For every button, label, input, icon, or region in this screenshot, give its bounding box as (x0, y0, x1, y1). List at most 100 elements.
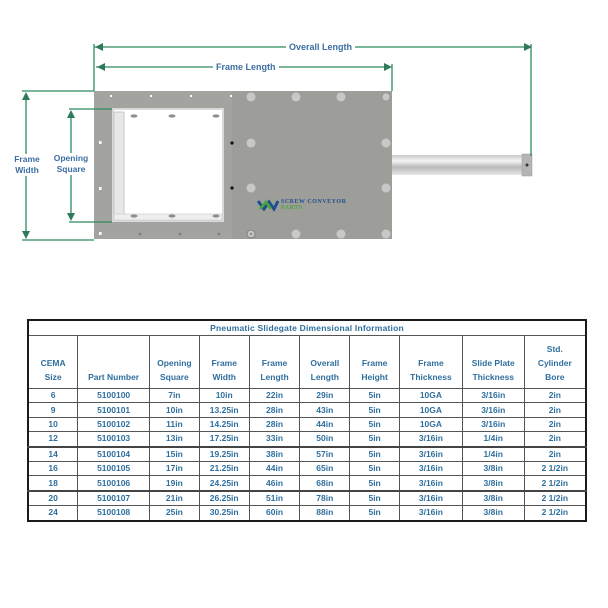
table-cell: 24 (27, 505, 79, 522)
logo-line2: PARTS (281, 205, 303, 211)
table-cell: 1/4in (461, 431, 525, 448)
table-cell: 2 1/2in (523, 505, 587, 522)
table-cell: 3/16in (399, 505, 463, 522)
table-title: Pneumatic Slidegate Dimensional Informat… (27, 319, 587, 336)
cylinder-rod (392, 155, 524, 175)
table-cell: 26.25in (198, 489, 250, 507)
table-cell: 22in (248, 387, 301, 404)
table-cell: 5in (349, 489, 401, 507)
table-cell: 5100105 (77, 460, 150, 477)
table-cell: 46in (248, 475, 301, 492)
table-cell: 57in (299, 445, 351, 462)
table-cell: 16 (27, 460, 79, 477)
table-cell: 14.25in (198, 416, 250, 433)
table-cell: 3/16in (399, 445, 463, 462)
dimension-table: Pneumatic Slidegate Dimensional Informat… (27, 319, 587, 522)
table-cell: 10GA (399, 387, 463, 404)
col-part-number: Part Number (77, 335, 150, 389)
table-cell: 3/8in (461, 475, 525, 492)
table-cell: 10in (148, 402, 200, 418)
table-cell: 2in (523, 416, 587, 433)
table-cell: 3/16in (461, 387, 525, 404)
table-cell: 5in (349, 416, 401, 433)
table-cell: 14 (27, 445, 79, 462)
table-cell: 3/8in (461, 460, 525, 477)
table-cell: 3/16in (461, 402, 525, 418)
table-cell: 5in (349, 387, 401, 404)
table-cell: 1/4in (461, 445, 525, 462)
table-cell: 5100107 (77, 489, 150, 507)
table-cell: 21.25in (198, 460, 250, 477)
table-cell: 44in (248, 460, 301, 477)
table-cell: 5in (349, 460, 401, 477)
table-cell: 33in (248, 431, 301, 448)
table-cell: 3/16in (399, 460, 463, 477)
table-cell: 2in (523, 402, 587, 418)
table-cell: 2 1/2in (523, 475, 587, 492)
table-cell: 11in (148, 416, 200, 433)
table-cell: 44in (299, 416, 351, 433)
table-cell: 28in (248, 416, 301, 433)
opening-square-label: Opening Square (50, 153, 92, 175)
table-cell: 7in (148, 387, 200, 404)
logo-mark-icon (257, 199, 279, 212)
table-cell: 10GA (399, 402, 463, 418)
overall-length-label: Overall Length (286, 42, 356, 52)
table-cell: 51in (248, 489, 301, 507)
frame-length-label: Frame Length (213, 62, 279, 72)
frame-width-label: Frame Width (10, 154, 44, 176)
table-cell: 3/16in (399, 475, 463, 492)
table-cell: 17.25in (198, 431, 250, 448)
table-cell: 13.25in (198, 402, 250, 418)
table-cell: 65in (299, 460, 351, 477)
table-cell: 30.25in (198, 505, 250, 522)
frame-width-text: Frame Width (14, 154, 40, 175)
table-cell: 10GA (399, 416, 463, 433)
table-cell: 18 (27, 475, 79, 492)
table-cell: 9 (27, 402, 79, 418)
opening-square-text: Opening Square (53, 153, 89, 174)
table-cell: 78in (299, 489, 351, 507)
table-cell: 15in (148, 445, 200, 462)
table-cell: 20 (27, 489, 79, 507)
table-cell: 5in (349, 431, 401, 448)
table-cell: 38in (248, 445, 301, 462)
table-cell: 5100100 (77, 387, 150, 404)
table-cell: 2 1/2in (523, 489, 587, 507)
table-cell: 5100103 (77, 431, 150, 448)
table-cell: 60in (248, 505, 301, 522)
table-cell: 10 (27, 416, 79, 433)
table-cell: 88in (299, 505, 351, 522)
table-cell: 5in (349, 402, 401, 418)
table-cell: 10in (198, 387, 250, 404)
table-cell: 12 (27, 431, 79, 448)
table-cell: 21in (148, 489, 200, 507)
table-cell: 3/8in (461, 489, 525, 507)
screw-conveyor-parts-logo: SCREW CONVEYOR PARTS (257, 198, 346, 212)
table-cell: 3/16in (399, 431, 463, 448)
table-cell: 2 1/2in (523, 460, 587, 477)
table-cell: 19in (148, 475, 200, 492)
table-cell: 5100101 (77, 402, 150, 418)
table-cell: 5100104 (77, 445, 150, 462)
